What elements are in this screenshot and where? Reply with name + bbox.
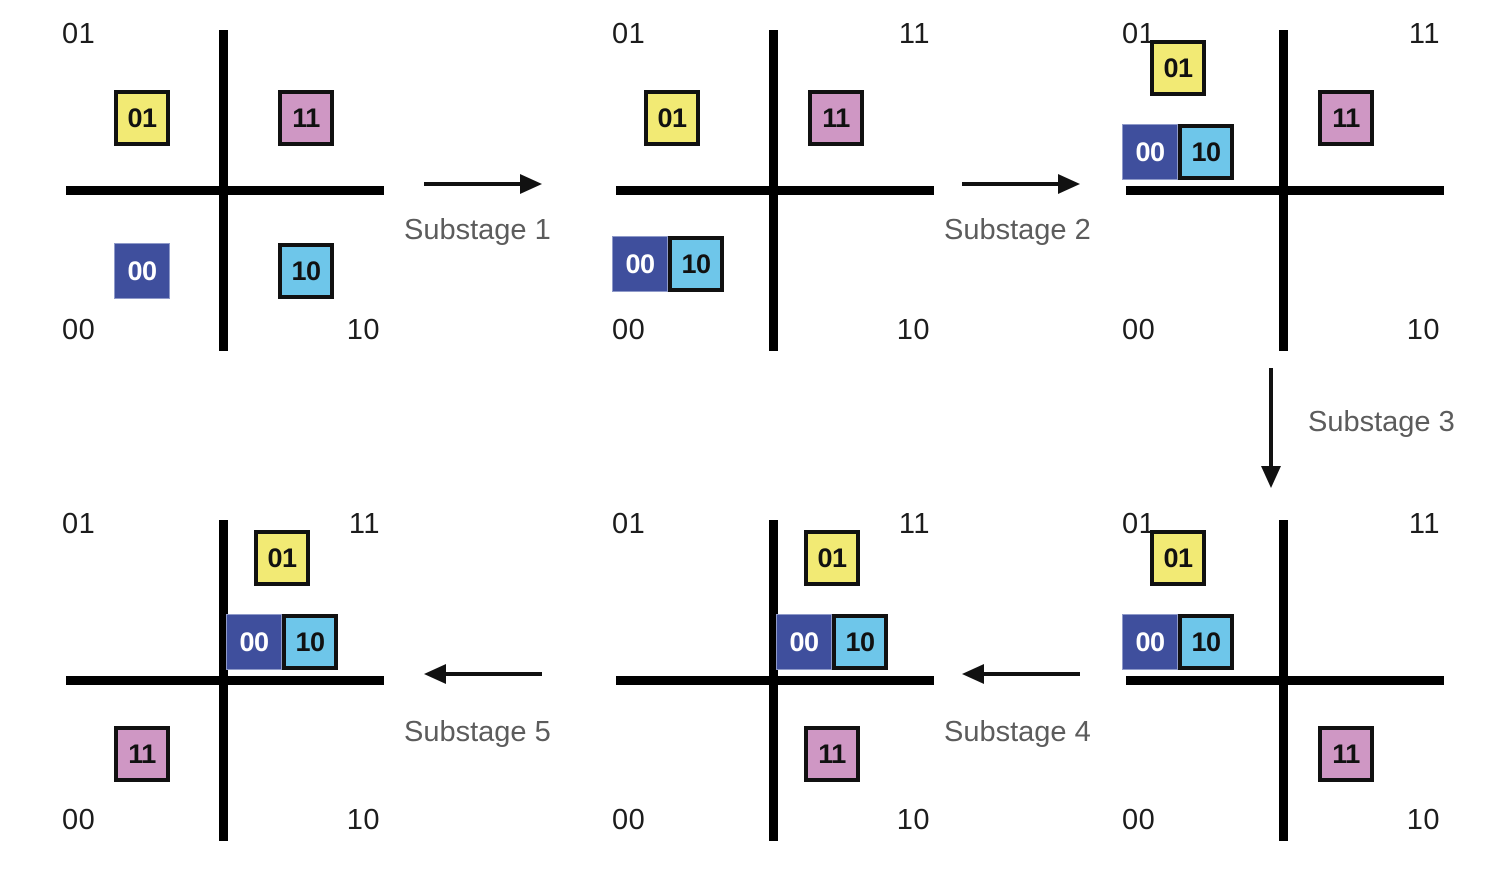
vertical-axis xyxy=(219,520,228,841)
arrow-head-left-icon xyxy=(424,664,446,684)
corner-label-bottom-left: 00 xyxy=(62,314,96,346)
tile-00[interactable]: 00 xyxy=(1122,124,1178,180)
tile-10[interactable]: 10 xyxy=(1178,124,1234,180)
arrow-substage-5 xyxy=(424,662,542,686)
arrow-shaft xyxy=(424,182,526,186)
corner-label-top-left: 01 xyxy=(612,508,646,540)
corner-label-top-left: 01 xyxy=(1122,508,1156,540)
corner-label-bottom-left: 00 xyxy=(1122,314,1156,346)
vertical-axis xyxy=(1279,30,1288,351)
tile-11[interactable]: 11 xyxy=(114,726,170,782)
corner-label-top-right: 11 xyxy=(898,508,930,540)
tile-01[interactable]: 01 xyxy=(114,90,170,146)
arrow-shaft xyxy=(978,672,1080,676)
tile-10[interactable]: 10 xyxy=(668,236,724,292)
tile-01[interactable]: 01 xyxy=(1150,40,1206,96)
corner-label-top-right: 11 xyxy=(898,18,930,50)
quadrant-panel-1: 01 00 10 01 11 00 10 xyxy=(18,8,418,368)
tile-00[interactable]: 00 xyxy=(612,236,668,292)
tile-00[interactable]: 00 xyxy=(776,614,832,670)
arrow-shaft xyxy=(440,672,542,676)
corner-label-bottom-left: 00 xyxy=(612,804,646,836)
tile-10[interactable]: 10 xyxy=(1178,614,1234,670)
arrow-shaft xyxy=(962,182,1064,186)
stage-label-3: Substage 3 xyxy=(1308,406,1455,438)
corner-label-bottom-right: 10 xyxy=(896,314,930,346)
corner-label-top-right: 11 xyxy=(348,508,380,540)
corner-label-top-right: 11 xyxy=(1408,18,1440,50)
arrow-substage-2 xyxy=(962,172,1080,196)
tile-01[interactable]: 01 xyxy=(1150,530,1206,586)
tile-00[interactable]: 00 xyxy=(226,614,282,670)
corner-label-bottom-right: 10 xyxy=(346,804,380,836)
tile-11[interactable]: 11 xyxy=(1318,90,1374,146)
corner-label-top-left: 01 xyxy=(62,18,96,50)
tile-00[interactable]: 00 xyxy=(114,243,170,299)
corner-label-top-right: 11 xyxy=(1408,508,1440,540)
corner-label-bottom-left: 00 xyxy=(1122,804,1156,836)
vertical-axis xyxy=(769,520,778,841)
stage-label-2: Substage 2 xyxy=(944,214,1091,246)
arrow-shaft xyxy=(1269,368,1273,472)
corner-label-top-left: 01 xyxy=(62,508,96,540)
corner-label-bottom-left: 00 xyxy=(612,314,646,346)
stage-label-5: Substage 5 xyxy=(404,716,551,748)
tile-01[interactable]: 01 xyxy=(254,530,310,586)
arrow-head-right-icon xyxy=(1058,174,1080,194)
arrow-head-left-icon xyxy=(962,664,984,684)
corner-label-bottom-right: 10 xyxy=(346,314,380,346)
stage-label-1: Substage 1 xyxy=(404,214,551,246)
arrow-substage-3 xyxy=(1259,368,1283,488)
corner-label-bottom-right: 10 xyxy=(1406,314,1440,346)
tile-10[interactable]: 10 xyxy=(832,614,888,670)
stage-label-4: Substage 4 xyxy=(944,716,1091,748)
vertical-axis xyxy=(769,30,778,351)
arrow-substage-4 xyxy=(962,662,1080,686)
tile-10[interactable]: 10 xyxy=(278,243,334,299)
corner-label-bottom-right: 10 xyxy=(896,804,930,836)
arrow-substage-1 xyxy=(424,172,542,196)
tile-00[interactable]: 00 xyxy=(1122,614,1178,670)
tile-11[interactable]: 11 xyxy=(804,726,860,782)
tile-11[interactable]: 11 xyxy=(1318,726,1374,782)
tile-11[interactable]: 11 xyxy=(278,90,334,146)
corner-label-top-left: 01 xyxy=(1122,18,1156,50)
tile-10[interactable]: 10 xyxy=(282,614,338,670)
arrow-head-right-icon xyxy=(520,174,542,194)
arrow-head-down-icon xyxy=(1261,466,1281,488)
tile-01[interactable]: 01 xyxy=(644,90,700,146)
tile-11[interactable]: 11 xyxy=(808,90,864,146)
corner-label-bottom-right: 10 xyxy=(1406,804,1440,836)
corner-label-bottom-left: 00 xyxy=(62,804,96,836)
vertical-axis xyxy=(1279,520,1288,841)
tile-01[interactable]: 01 xyxy=(804,530,860,586)
corner-label-top-left: 01 xyxy=(612,18,646,50)
vertical-axis xyxy=(219,30,228,351)
